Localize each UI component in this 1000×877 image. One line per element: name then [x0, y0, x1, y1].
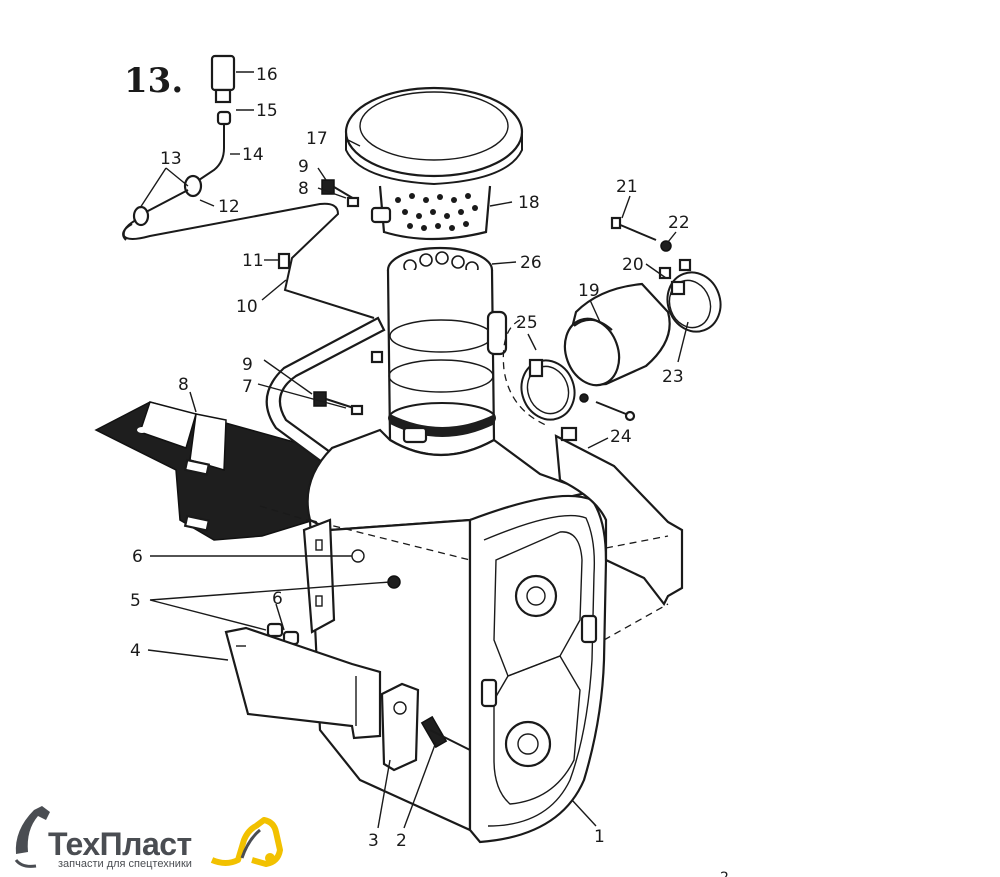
air-cleaner-cap — [344, 86, 524, 186]
callout-14: 14 — [242, 145, 264, 165]
callout-1: 1 — [594, 827, 605, 847]
callout-7: 8 — [178, 375, 189, 395]
callout-2: 2 — [396, 831, 407, 851]
intake-hose — [563, 282, 671, 387]
excavator-icon — [14, 806, 283, 868]
callout-15: 15 — [256, 101, 278, 121]
callout-13: 13 — [160, 149, 182, 169]
callout-25: 25 — [516, 313, 538, 333]
callout-26: 26 — [520, 253, 542, 273]
callout-16: 16 — [256, 65, 278, 85]
callout-21: 21 — [616, 177, 638, 197]
callout-23: 23 — [662, 367, 684, 387]
callout-6-left: 6 — [132, 547, 143, 567]
callout-12: 12 — [218, 197, 240, 217]
callout-19: 19 — [578, 281, 600, 301]
callout-6-right: 6 — [272, 589, 283, 609]
brand-name: ТехПласт — [48, 826, 192, 862]
callout-10: 10 — [236, 297, 258, 317]
leader-lines — [139, 71, 689, 829]
callout-11: 11 — [242, 251, 264, 271]
mounting-bracket — [94, 401, 341, 541]
callout-17: 17 — [306, 129, 328, 149]
hose-clamp-right — [658, 258, 722, 333]
callout-labels: 16 15 14 13 12 11 10 17 9 8 18 26 19 21 … — [130, 65, 690, 851]
air-cleaner-housing — [306, 428, 608, 844]
corner-mark: 2 — [720, 870, 729, 877]
callout-3: 3 — [368, 831, 379, 851]
callout-5: 5 — [130, 591, 141, 611]
callout-22: 22 — [668, 213, 690, 233]
callout-4: 4 — [130, 641, 141, 661]
indicator-assembly — [122, 54, 375, 319]
rear-bracket — [554, 426, 684, 641]
callout-9-upper: 9 — [298, 157, 309, 177]
lower-hardware — [224, 518, 471, 772]
filter-element — [386, 246, 508, 456]
brand-tagline: запчасти для спецтехники — [58, 858, 192, 870]
hose-clamp-left — [502, 319, 576, 427]
lower-bolt — [313, 350, 384, 416]
brand-logo — [14, 806, 283, 868]
upper-bolt — [321, 179, 360, 208]
callout-24: 24 — [610, 427, 632, 447]
perforated-screen — [370, 185, 492, 241]
callout-9-lower: 9 — [242, 355, 253, 375]
clamp-screw — [579, 216, 672, 422]
callout-18: 18 — [518, 193, 540, 213]
callout-8-upper: 8 — [298, 179, 309, 199]
figure-number: 13. — [124, 61, 183, 101]
callout-20: 20 — [622, 255, 644, 275]
callout-8-lower: 7 — [242, 377, 253, 397]
